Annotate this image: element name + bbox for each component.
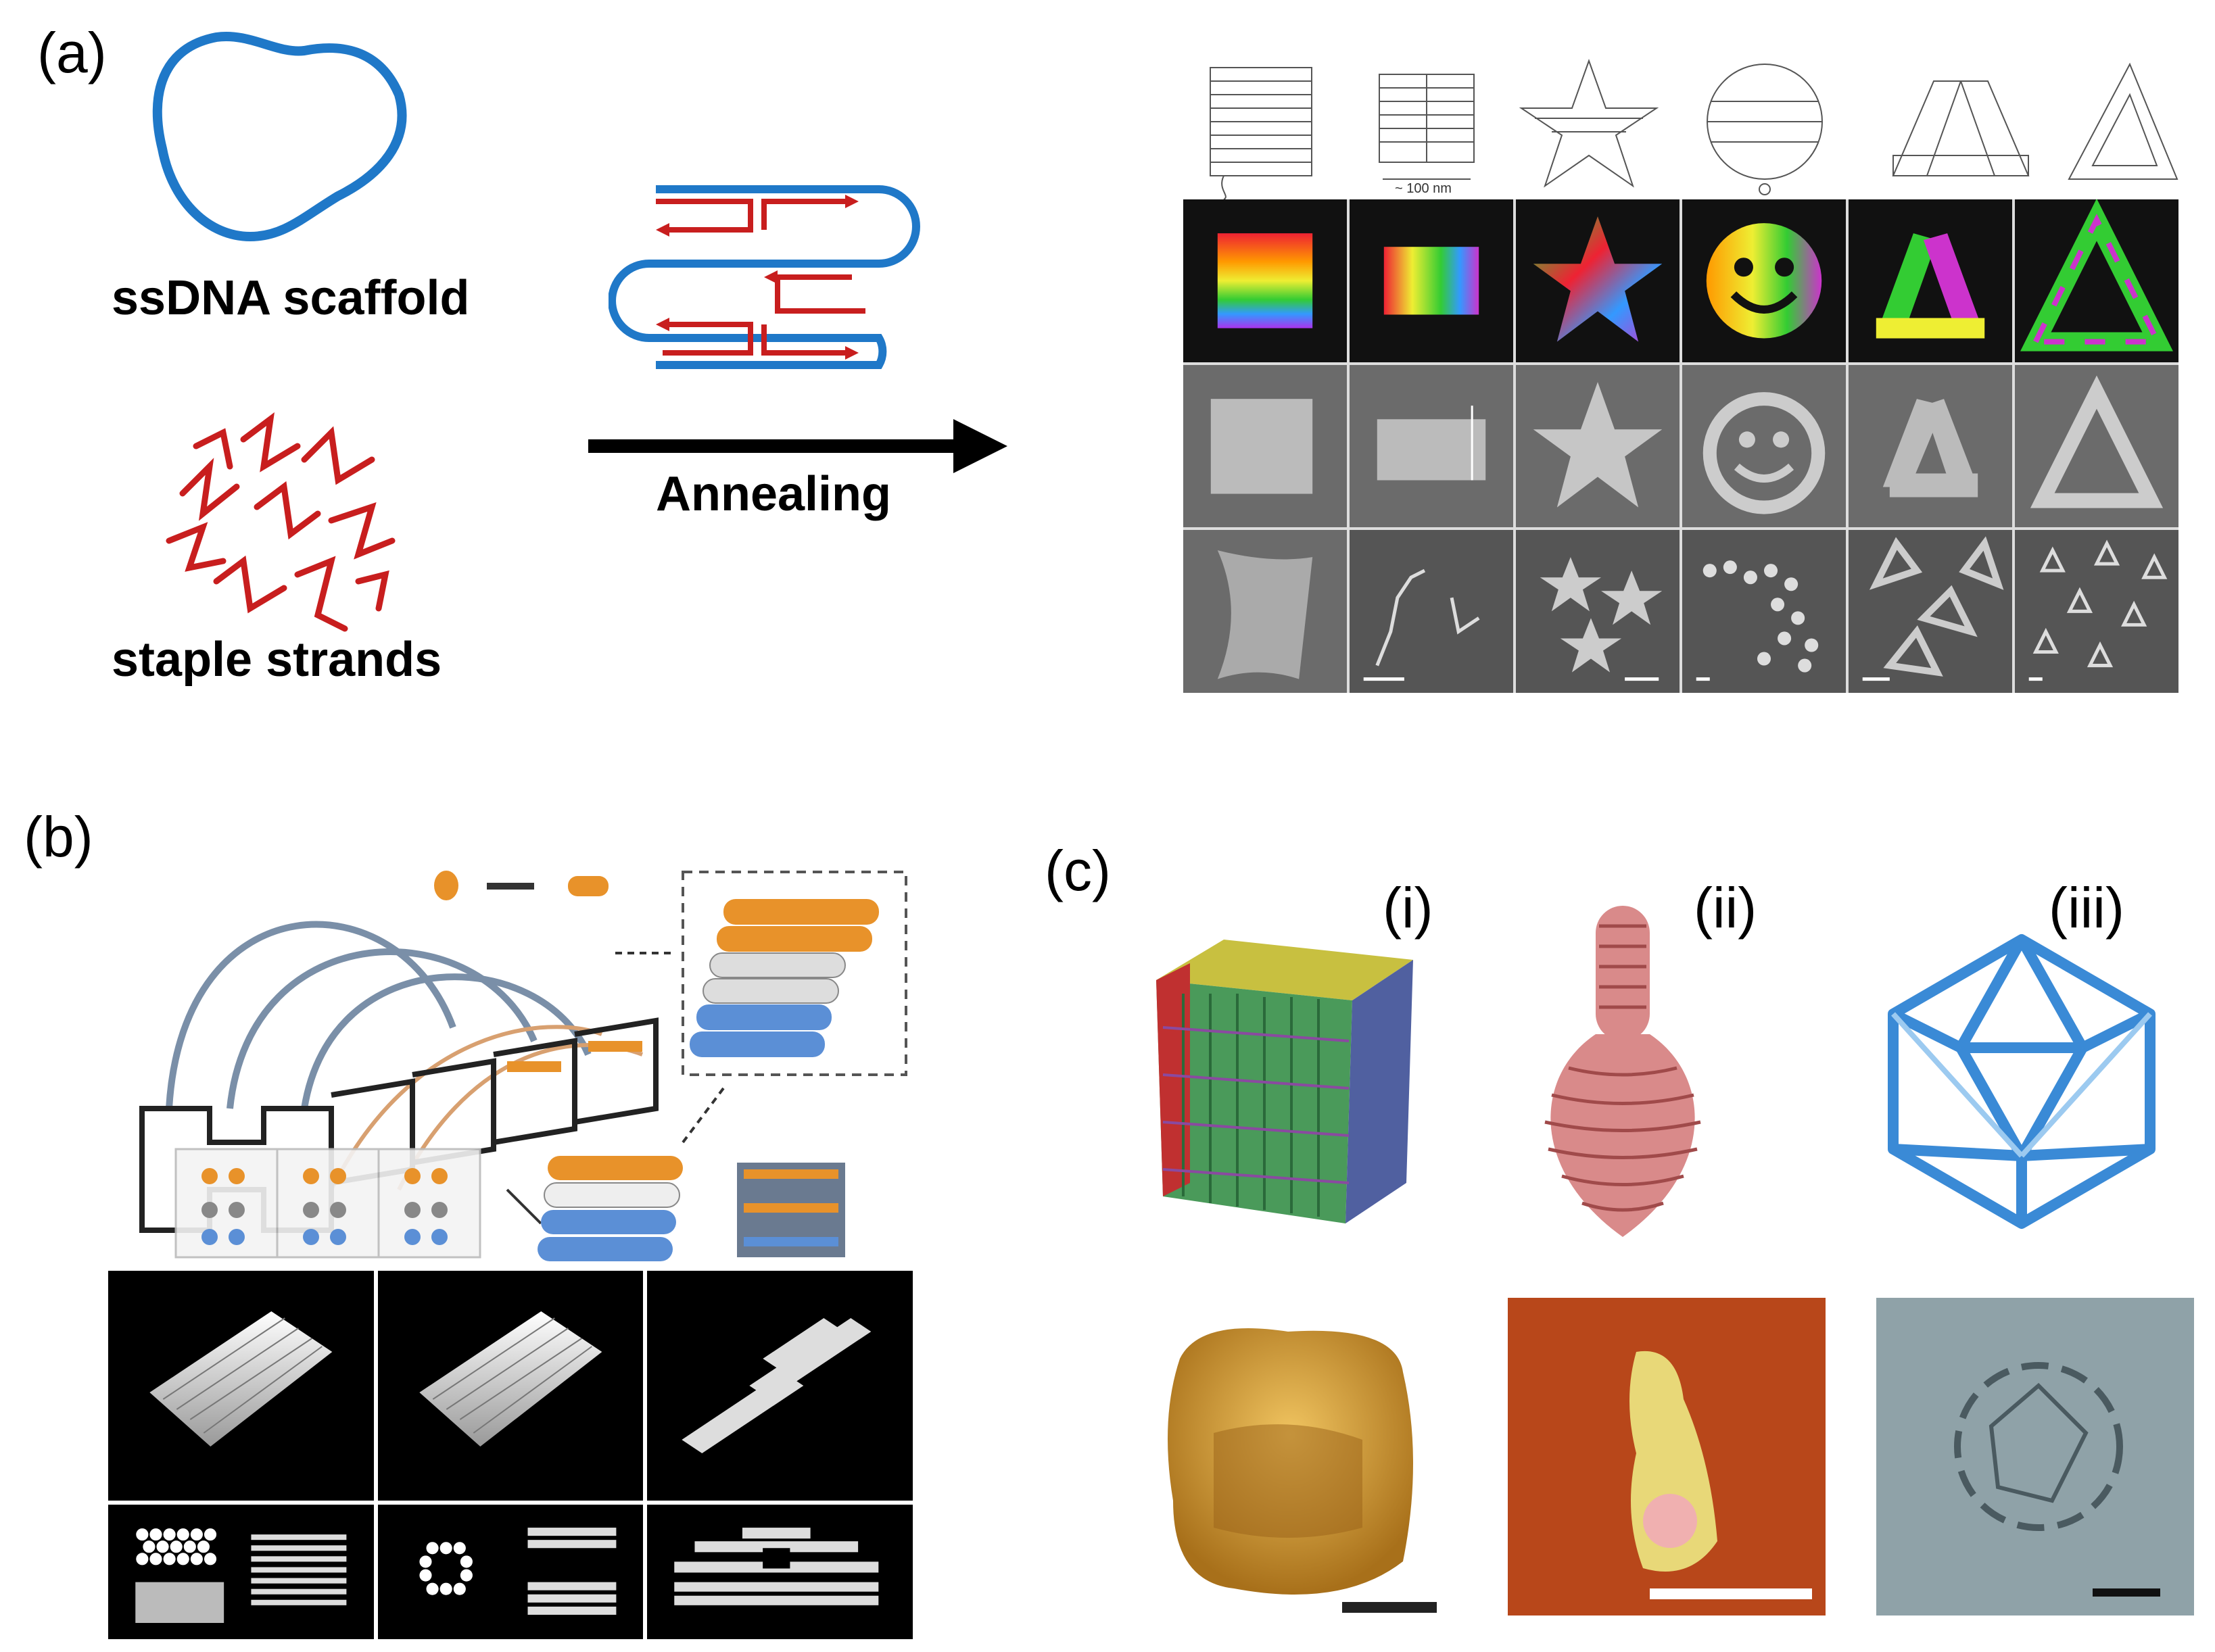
bundle-render-grid xyxy=(108,1271,913,1639)
rainbow-square xyxy=(1183,199,1347,362)
icosahedron-tem-image xyxy=(1876,1298,2194,1615)
afm-field-2 xyxy=(1350,530,1513,693)
vase-afm-image xyxy=(1508,1298,1826,1615)
cross-section-1 xyxy=(108,1505,374,1639)
helix-bundle-row xyxy=(174,1148,845,1261)
sublabel-i: (i) xyxy=(1383,876,1433,940)
3d-origami-design-schematic xyxy=(139,871,907,1233)
sublabel-ii: (ii) xyxy=(1694,876,1757,940)
afm-triangle xyxy=(2015,364,2178,528)
rainbow-star xyxy=(1516,199,1680,362)
dna-icosahedron-model xyxy=(1888,934,2156,1229)
dna-cube-model xyxy=(1156,940,1413,1223)
afm-smiley xyxy=(1682,364,1846,528)
scale-text: ~ 100 nm xyxy=(1395,181,1452,196)
render-bundle-2 xyxy=(377,1271,644,1501)
rainbow-smiley xyxy=(1682,199,1846,362)
rainbow-triangle xyxy=(2015,199,2178,362)
scaffold-label: ssDNA scaffold xyxy=(112,271,470,325)
rainbow-rectangle xyxy=(1350,199,1513,362)
afm-field-6 xyxy=(2015,530,2178,693)
cross-section-2 xyxy=(377,1505,644,1639)
panel-b-label: (b) xyxy=(24,805,93,869)
afm-triangle-rects xyxy=(1849,364,2012,528)
dna-vase-model xyxy=(1544,906,1701,1237)
afm-square xyxy=(1183,364,1347,528)
staple-strands-icon xyxy=(166,412,396,632)
origami-shapes-schematic: ~ 100 nm xyxy=(1210,59,2178,200)
cross-section-3 xyxy=(647,1505,913,1639)
afm-field-5 xyxy=(1849,530,2012,693)
origami-image-grid xyxy=(1183,199,2178,693)
cube-tem-image xyxy=(1139,1298,1437,1622)
panel-c-label: (c) xyxy=(1045,839,1111,902)
sublabel-iii: (iii) xyxy=(2049,876,2124,940)
rainbow-triangle-rects xyxy=(1849,199,2012,362)
scaffold-loop-icon xyxy=(152,32,407,242)
afm-field-4 xyxy=(1682,530,1846,693)
afm-field-1 xyxy=(1183,530,1347,693)
annealing-arrow-icon xyxy=(588,419,1007,473)
afm-rectangle xyxy=(1350,364,1513,528)
folded-origami-schematic xyxy=(609,185,920,369)
panel-a-label: (a) xyxy=(37,21,107,84)
afm-star xyxy=(1516,364,1680,528)
render-bundle-1 xyxy=(108,1271,374,1501)
render-bundle-3 xyxy=(647,1271,913,1501)
afm-field-3 xyxy=(1516,530,1680,693)
annealing-label: Annealing xyxy=(656,467,892,521)
staples-label: staple strands xyxy=(112,633,442,687)
